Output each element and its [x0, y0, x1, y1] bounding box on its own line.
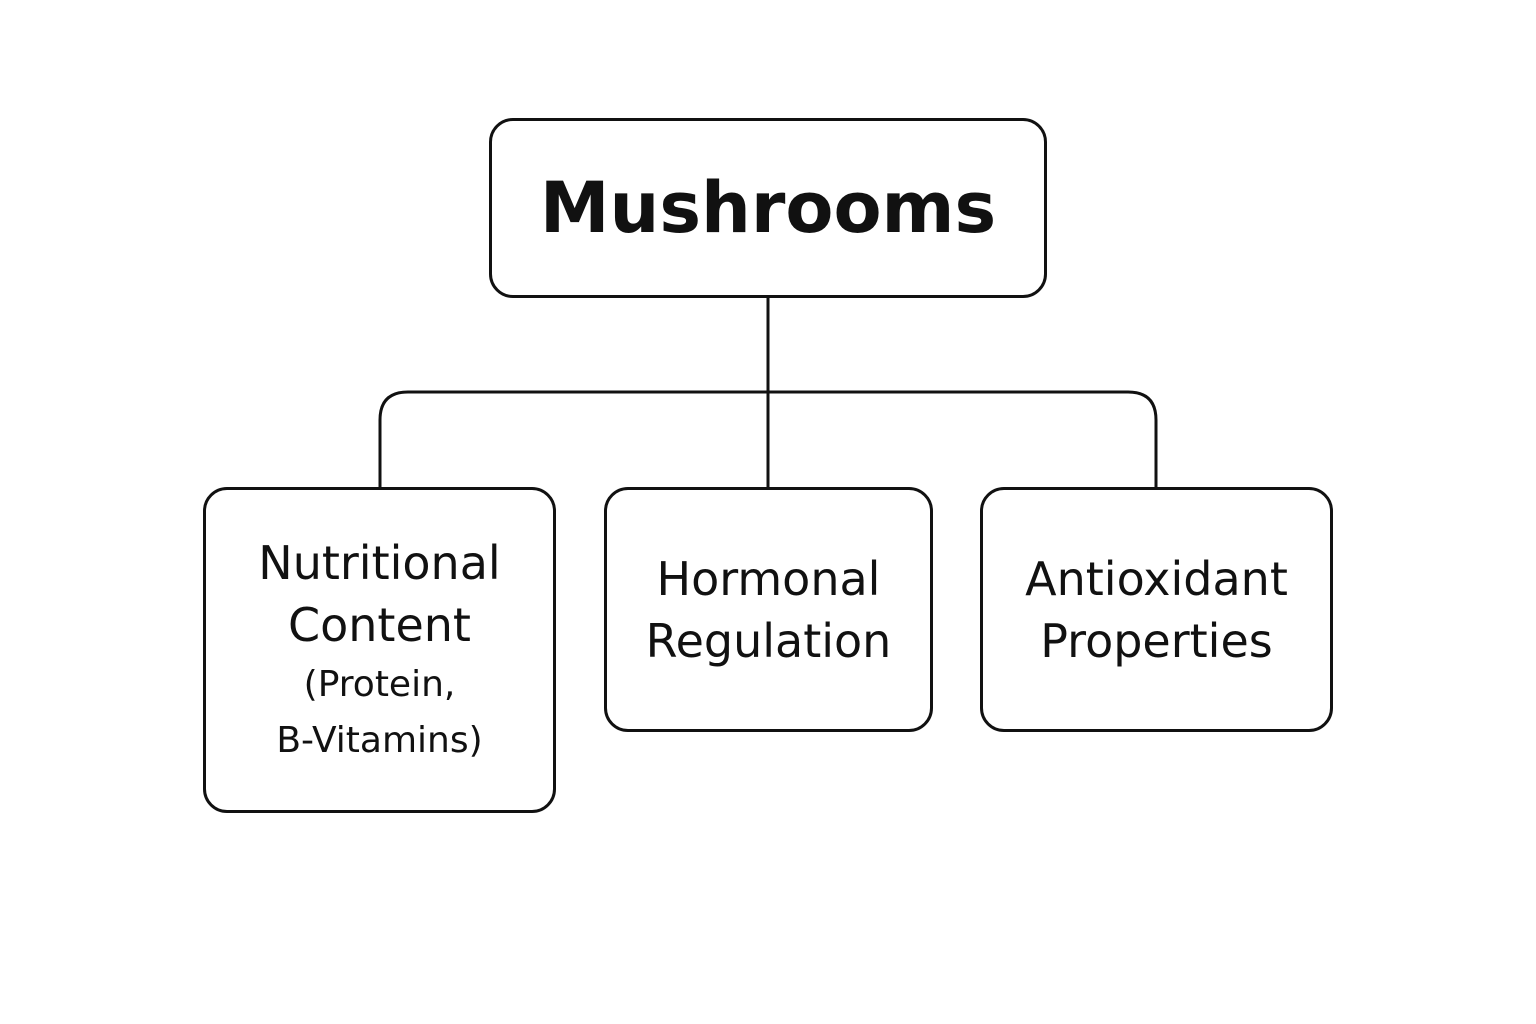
child-label-line: Content [288, 598, 471, 652]
child-label-line: Antioxidant [1025, 551, 1288, 606]
child-sublabel-line: B-Vitamins) [276, 720, 483, 761]
child-node-nutritional-content: Nutritional Content (Protein, B-Vitamins… [203, 487, 556, 813]
branch-horizontal-line [378, 390, 1158, 489]
root-label: Mushrooms [539, 167, 997, 249]
child-label-line: Nutritional [258, 536, 501, 590]
child-label-line: Hormonal [656, 551, 881, 606]
root-node-mushrooms: Mushrooms [489, 118, 1047, 298]
child-node-antioxidant-properties: Antioxidant Properties [980, 487, 1333, 732]
child-sublabel-line: (Protein, [303, 664, 456, 705]
child-label-line: Properties [1040, 613, 1273, 668]
child-node-hormonal-regulation: Hormonal Regulation [604, 487, 933, 732]
child-label-line: Regulation [645, 613, 892, 668]
